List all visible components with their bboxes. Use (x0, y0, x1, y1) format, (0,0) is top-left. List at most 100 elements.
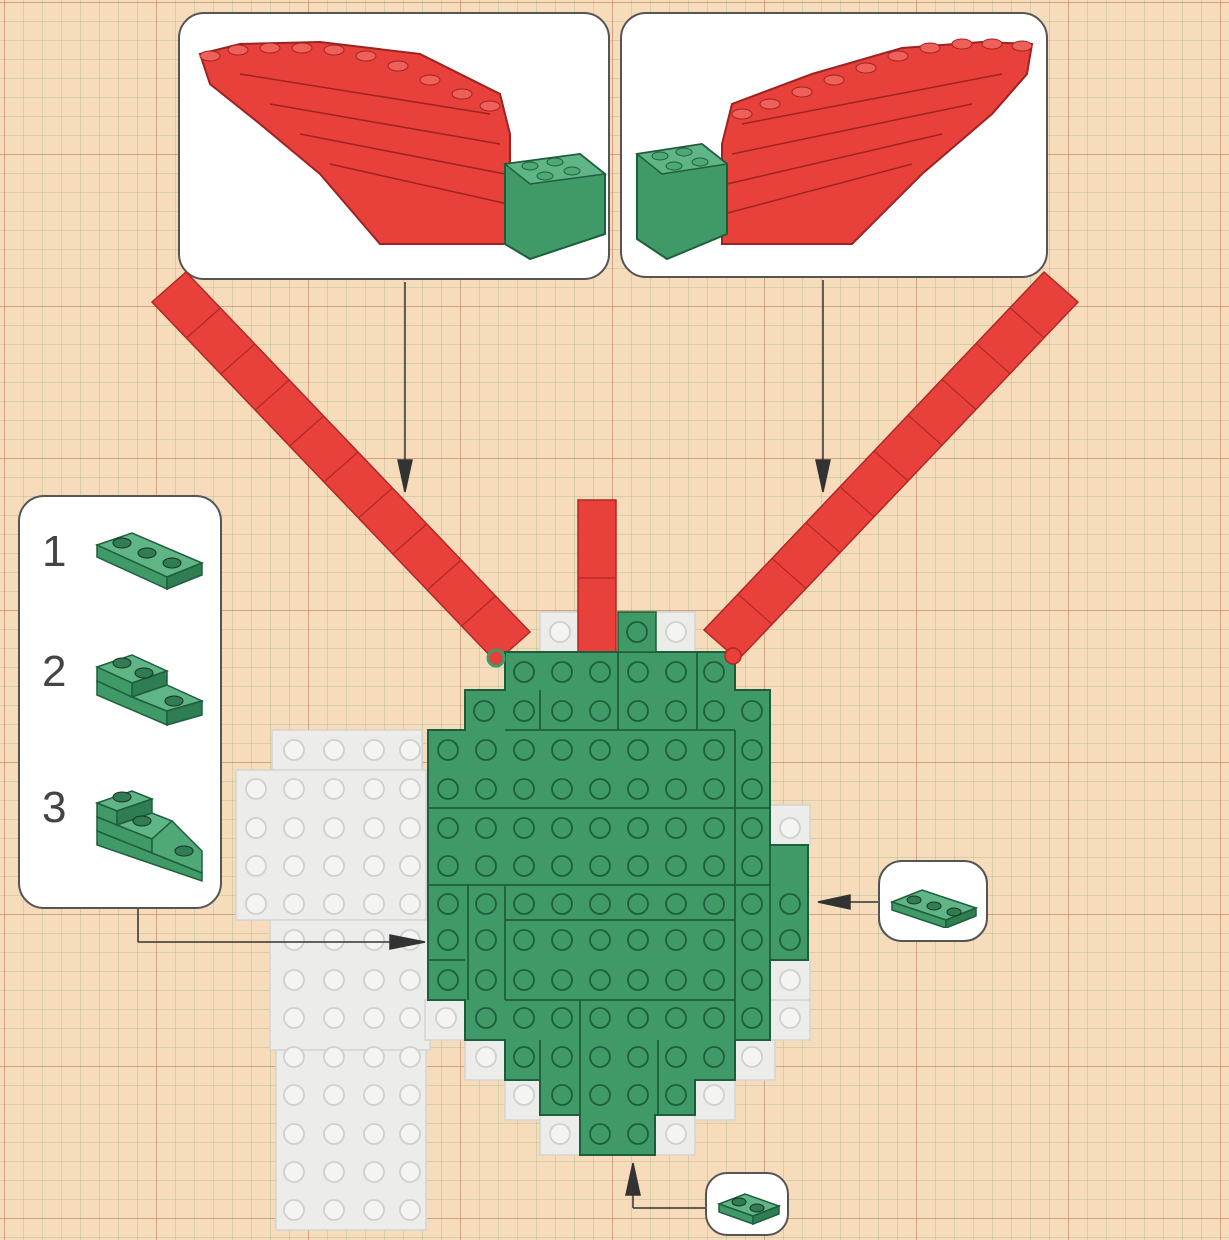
green-stud (590, 1047, 610, 1067)
white-stud (436, 1008, 456, 1028)
white-stud (364, 1162, 384, 1182)
green-stud (552, 701, 572, 721)
plate-1x3-green-icon (888, 878, 980, 928)
green-stud (742, 818, 762, 838)
green-stud (666, 894, 686, 914)
green-stud (514, 856, 534, 876)
green-stud (742, 1008, 762, 1028)
step-sequence-panel: 1 2 3 (18, 495, 222, 909)
white-stud (364, 1124, 384, 1144)
green-stud (704, 779, 724, 799)
green-stud (590, 970, 610, 990)
green-stud (438, 779, 458, 799)
green-stud (514, 970, 534, 990)
white-stud (400, 779, 420, 799)
green-stud (514, 740, 534, 760)
green-stud (704, 894, 724, 914)
green-stud (628, 1047, 648, 1067)
white-stud (364, 740, 384, 760)
green-stud (552, 818, 572, 838)
brick-1x3-icon (92, 525, 212, 595)
green-stud (476, 818, 496, 838)
white-stud (324, 1047, 344, 1067)
white-stud (400, 894, 420, 914)
green-stud (628, 1085, 648, 1105)
white-stud (780, 818, 800, 838)
white-stud (400, 818, 420, 838)
green-stud (666, 930, 686, 950)
green-stud (666, 856, 686, 876)
white-stud (284, 818, 304, 838)
white-stud (284, 1162, 304, 1182)
white-stud (400, 1008, 420, 1028)
green-stud (666, 1008, 686, 1028)
right-hinge-joint (725, 648, 741, 664)
white-stud (284, 930, 304, 950)
white-stud (666, 1124, 686, 1144)
green-stud (476, 894, 496, 914)
white-stud (284, 740, 304, 760)
green-stud (438, 856, 458, 876)
white-stud (284, 1124, 304, 1144)
white-stud (780, 1008, 800, 1028)
green-stud (438, 930, 458, 950)
green-stud (628, 662, 648, 682)
white-stud (284, 856, 304, 876)
white-stud (284, 1085, 304, 1105)
green-stud (476, 1008, 496, 1028)
white-stud (550, 1124, 570, 1144)
step-number: 2 (42, 647, 66, 697)
white-stud (364, 1008, 384, 1028)
white-stud (324, 818, 344, 838)
green-stud (704, 970, 724, 990)
green-stud (742, 740, 762, 760)
white-stud (400, 1047, 420, 1067)
green-stud (742, 970, 762, 990)
white-stud (246, 894, 266, 914)
white-stud (742, 1047, 762, 1067)
green-stud (476, 779, 496, 799)
green-stud (514, 701, 534, 721)
green-stud (666, 701, 686, 721)
green-stud (628, 701, 648, 721)
green-stud (628, 856, 648, 876)
step-number: 3 (42, 783, 66, 833)
green-stud (552, 894, 572, 914)
white-stud (324, 1008, 344, 1028)
green-stud (666, 662, 686, 682)
green-stud (514, 779, 534, 799)
white-stud (324, 1162, 344, 1182)
green-stud (552, 1008, 572, 1028)
white-stud (400, 1200, 420, 1220)
green-stud (438, 818, 458, 838)
bottom-brick-callout (705, 1172, 789, 1236)
green-stud (438, 970, 458, 990)
green-stud (628, 970, 648, 990)
step-number: 1 (42, 527, 66, 577)
green-stud (666, 1085, 686, 1105)
white-stud (704, 1085, 724, 1105)
white-stud (324, 1085, 344, 1105)
white-stud (324, 1200, 344, 1220)
green-stud (476, 856, 496, 876)
green-stud (704, 930, 724, 950)
white-stud (364, 856, 384, 876)
white-stud (400, 1162, 420, 1182)
green-stud (666, 818, 686, 838)
white-stud (324, 930, 344, 950)
white-stud (284, 970, 304, 990)
green-stud (704, 818, 724, 838)
green-stud (590, 1124, 610, 1144)
green-stud (514, 818, 534, 838)
white-stud (364, 894, 384, 914)
green-stud (476, 740, 496, 760)
green-stud (590, 662, 610, 682)
green-stud (514, 662, 534, 682)
white-stud (324, 779, 344, 799)
green-stud (590, 930, 610, 950)
white-stud (324, 894, 344, 914)
green-stud (590, 818, 610, 838)
brick-stair-2-icon (92, 645, 212, 735)
green-stud (628, 740, 648, 760)
white-stud (284, 1047, 304, 1067)
